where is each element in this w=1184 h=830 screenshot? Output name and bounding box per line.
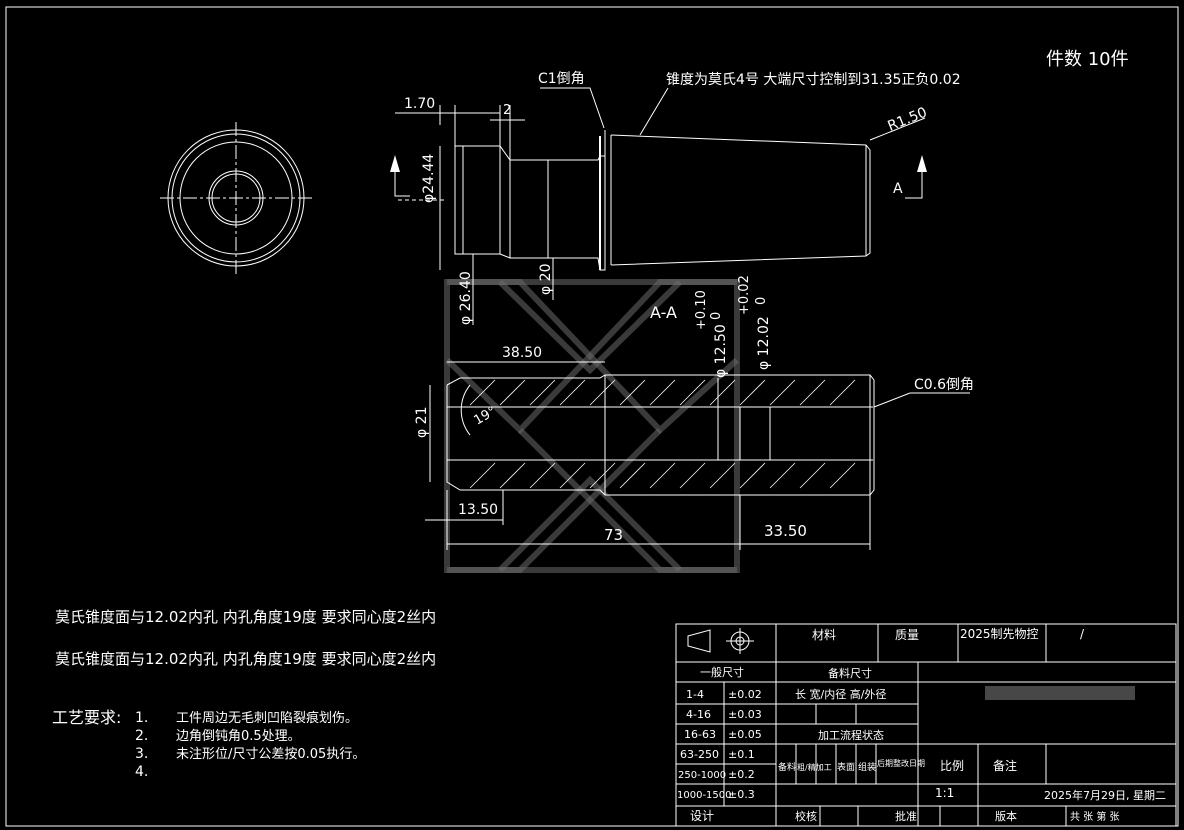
design-label: 设计 <box>690 809 714 823</box>
dim-d24-44: φ24.44 <box>421 154 437 203</box>
proc-col: 备料 <box>778 761 796 773</box>
dim-d20: φ 20 <box>538 264 554 296</box>
tol-value: ±0.03 <box>728 708 762 721</box>
tol-range: 63-250 <box>680 748 719 761</box>
end-view <box>160 122 312 274</box>
tol-range: 1-4 <box>686 688 704 701</box>
dim-13-50: 13.50 <box>458 502 498 518</box>
process-item-text: 工件周边无毛刺凹陷裂痕划伤。 <box>176 710 358 726</box>
general-dims-label: 一般尺寸 <box>700 665 744 679</box>
tol-value: ±0.1 <box>728 748 755 761</box>
section-mark-a: A <box>893 181 903 197</box>
total-sheets: 共 张 第 张 <box>1070 810 1120 823</box>
process-item-num: 4. <box>135 764 148 780</box>
tol-0-b: 0 <box>754 297 769 305</box>
scale-value: 1:1 <box>935 786 954 800</box>
note-line-2: 莫氏锥度面与12.02内孔 内孔角度19度 要求同心度2丝内 <box>55 650 436 668</box>
tol-value: ±0.2 <box>728 768 755 781</box>
dim-d26-40: φ 26.40 <box>458 271 474 325</box>
tol-range: 1000-1500 <box>677 790 732 801</box>
projection-symbol-icon <box>687 629 711 653</box>
dim-d21: φ 21 <box>414 407 430 439</box>
dim-33-50: 33.50 <box>764 522 807 540</box>
version-label: 版本 <box>995 809 1017 823</box>
process-item-text: 边角倒钝角0.5处理。 <box>176 729 301 744</box>
note-line-1: 莫氏锥度面与12.02内孔 内孔角度19度 要求同心度2丝内 <box>55 608 436 626</box>
dim-d12-02: φ 12.02 <box>756 316 772 370</box>
blank-size-label: 备料尺寸 <box>828 666 872 680</box>
process-item-num: 2. <box>135 728 148 744</box>
tol-value: ±0.05 <box>728 728 762 741</box>
notes: 莫氏锥度面与12.02内孔 内孔角度19度 要求同心度2丝内 莫氏锥度面与12.… <box>52 608 436 780</box>
front-view-dims: 1.70 2 φ24.44 φ 26.40 φ 20 C1倒角 锥度为莫氏4号 … <box>390 71 961 325</box>
material-label: 材料 <box>812 628 836 642</box>
quality-label: 质量 <box>895 628 919 642</box>
process-item-text: 未注形位/尺寸公差按0.05执行。 <box>176 747 365 762</box>
taper-note: 锥度为莫氏4号 大端尺寸控制到31.35正负0.02 <box>666 72 961 88</box>
tol-value: ±0.02 <box>728 688 762 701</box>
tol-range: 4-16 <box>686 708 711 721</box>
proc-col: 组装 <box>858 761 876 773</box>
drawing-border <box>5 6 1179 827</box>
tol-plus-0-02: +0.02 <box>737 275 752 315</box>
dim-1-70: 1.70 <box>404 96 435 112</box>
tol-value: ±0.3 <box>728 788 755 801</box>
tol-range: 250-1000 <box>678 770 726 781</box>
size-labels: 长 宽/内径 高/外径 <box>795 687 886 701</box>
blurred-info <box>985 686 1135 700</box>
remark-label: 备注 <box>993 758 1017 773</box>
chamfer-c0-6-label: C0.6倒角 <box>914 377 974 393</box>
dim-2: 2 <box>503 103 511 118</box>
drawing-name: 2025制先物控 <box>960 627 1039 641</box>
process-item-num: 3. <box>135 746 148 762</box>
proc-col: 粗/精加工 <box>797 762 832 772</box>
front-view-outline <box>398 130 871 271</box>
tol-range: 16-63 <box>684 728 716 741</box>
section-title: A-A <box>650 303 677 322</box>
scale-label: 比例 <box>940 759 964 773</box>
drawing-date: 2025年7月29日, 星期二 <box>1044 788 1166 802</box>
check-label: 校核 <box>795 809 817 823</box>
slash-mark: / <box>1080 627 1085 641</box>
dim-d12-50: φ 12.50 <box>713 324 729 378</box>
section-view-dims: A-A 38.50 +0.10 0 φ 12.50 +0.02 0 φ 12.0… <box>414 275 974 550</box>
tol-plus-0-10: +0.10 <box>694 290 709 330</box>
title-block: 材料 质量 2025制先物控 / 一般尺寸 备料尺寸 长 宽/内径 高/外径 加… <box>675 623 1177 827</box>
dim-38-50: 38.50 <box>502 345 542 361</box>
watermark-logo <box>444 279 740 573</box>
dim-r1-50: R1.50 <box>886 105 930 135</box>
piece-count: 件数 10件 <box>1046 49 1129 70</box>
approve-label: 批准 <box>895 809 917 823</box>
process-status-label: 加工流程状态 <box>818 728 884 742</box>
proc-col: 后期整改日期 <box>877 758 925 768</box>
section-view-outline <box>446 374 875 496</box>
chamfer-c1-label: C1倒角 <box>538 71 585 87</box>
dim-73: 73 <box>604 526 623 544</box>
proc-col: 表面 <box>837 761 855 773</box>
tol-0-a: 0 <box>709 312 724 320</box>
process-item-num: 1. <box>135 710 148 726</box>
process-label: 工艺要求: <box>52 708 121 727</box>
